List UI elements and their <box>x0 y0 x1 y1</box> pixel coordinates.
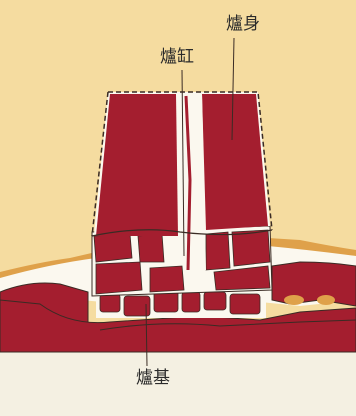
clay-layer-right <box>268 238 356 256</box>
stack-outline <box>91 91 273 237</box>
base-brick <box>123 295 151 317</box>
furnace-base-layer <box>0 299 356 353</box>
label-furnace-base: 爐基 <box>136 368 170 388</box>
hearth-brick <box>137 233 165 263</box>
label-furnace-body: 爐身 <box>226 14 260 34</box>
central-shaft <box>178 94 206 272</box>
leader-line-base <box>145 303 148 367</box>
leader-line-vat <box>181 69 185 257</box>
hearth-brick <box>205 231 231 271</box>
stack-base-seam <box>91 229 273 237</box>
hearth-brick <box>149 265 185 293</box>
hearth-brick <box>93 233 133 263</box>
label-furnace-vat: 爐缸 <box>160 47 194 67</box>
shaft-crack <box>184 95 192 271</box>
base-lower-strata <box>99 319 356 331</box>
leader-line-body <box>231 37 235 141</box>
base-brick <box>203 291 227 311</box>
stack-brick-right <box>202 94 268 230</box>
stack-brick-left <box>96 94 178 236</box>
base-brick <box>181 291 201 313</box>
hearth-brick <box>213 265 271 291</box>
hearth-brick <box>231 229 271 267</box>
right-brick-mass <box>271 261 356 307</box>
clay-lump <box>284 295 304 305</box>
clay-lump <box>317 295 335 305</box>
base-brick <box>99 293 121 313</box>
base-brick <box>229 293 261 315</box>
hearth-brick <box>95 261 143 295</box>
ground-area <box>0 350 356 416</box>
